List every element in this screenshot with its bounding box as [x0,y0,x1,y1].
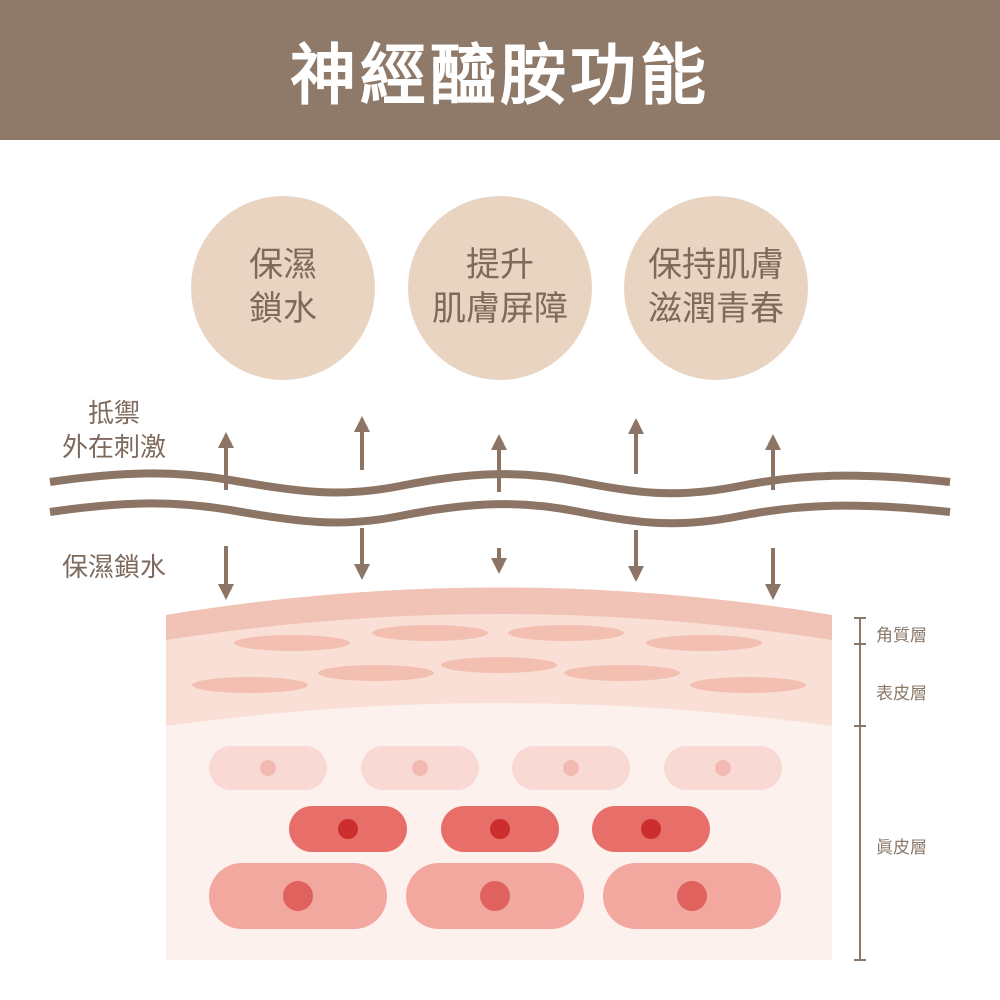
epidermis-cell [646,635,762,651]
outward-arrows [218,416,781,492]
epidermis-cell [441,657,557,673]
down-arrow-head [354,564,370,580]
layer-bracket [854,617,866,961]
epidermis-cell [372,625,488,641]
benefit-circle-youthful: 保持肌膚 滋潤青春 [624,196,808,380]
up-arrow-head [491,434,507,450]
dermis-cells-large [209,863,781,929]
defend-label: 抵禦 外在刺激 [62,398,166,466]
inward-arrows [218,528,781,600]
cell-nucleus [563,760,579,776]
skin-cross-section [166,587,832,960]
epidermis-label: 表皮層 [876,684,927,704]
epidermis-cell [564,665,680,681]
epidermis-cells [192,625,806,693]
up-arrow-head [765,434,781,450]
stratum-corneum-layer [166,587,832,640]
up-arrow-head [218,432,234,448]
dermis-label: 眞皮層 [876,838,927,858]
defend-label-line: 外在刺激 [62,432,167,463]
cell-nucleus [412,760,428,776]
down-arrow-head [765,584,781,600]
epidermis-cell [508,625,624,641]
cell-nucleus [338,819,358,839]
defend-label-line: 抵禦 [88,399,141,429]
benefit-line: 提升 [466,245,534,286]
benefit-line: 保濕 [249,245,317,286]
barrier-wave-bottom [49,499,951,528]
header-banner: 神經醯胺功能 [0,0,1000,140]
benefit-line: 鎖水 [249,289,317,329]
dermis-cells-medium [289,806,710,852]
benefit-line: 肌膚屏障 [432,289,568,329]
epidermis-cell [690,677,806,693]
cell-nucleus [641,819,661,839]
benefit-circle-barrier: 提升 肌膚屏障 [408,196,592,380]
cell-nucleus [677,881,707,911]
benefit-line: 保持肌膚 [648,245,784,286]
epidermis-cell [192,677,308,693]
down-arrow-head [628,566,644,582]
benefit-circle-moisturize: 保濕 鎖水 [191,196,375,380]
cell-nucleus [480,881,510,911]
cell-nucleus [490,819,510,839]
cell-nucleus [260,760,276,776]
page-title: 神經醯胺功能 [290,37,710,114]
up-arrow-head [354,416,370,432]
moisture-label-text: 保濕鎖水 [62,553,167,583]
cell-nucleus [715,760,731,776]
up-arrow-head [628,418,644,434]
down-arrow-head [491,558,507,574]
moisture-label: 保濕鎖水 [62,552,166,586]
epidermis-layer [166,587,832,726]
stratum-corneum-label: 角質層 [876,626,927,646]
dermis-cells-light [209,746,782,790]
benefit-line: 滋潤青春 [648,289,784,329]
down-arrow-head [218,584,234,600]
epidermis-cell [318,665,434,681]
cell-nucleus [283,881,313,911]
epidermis-cell [234,635,350,651]
